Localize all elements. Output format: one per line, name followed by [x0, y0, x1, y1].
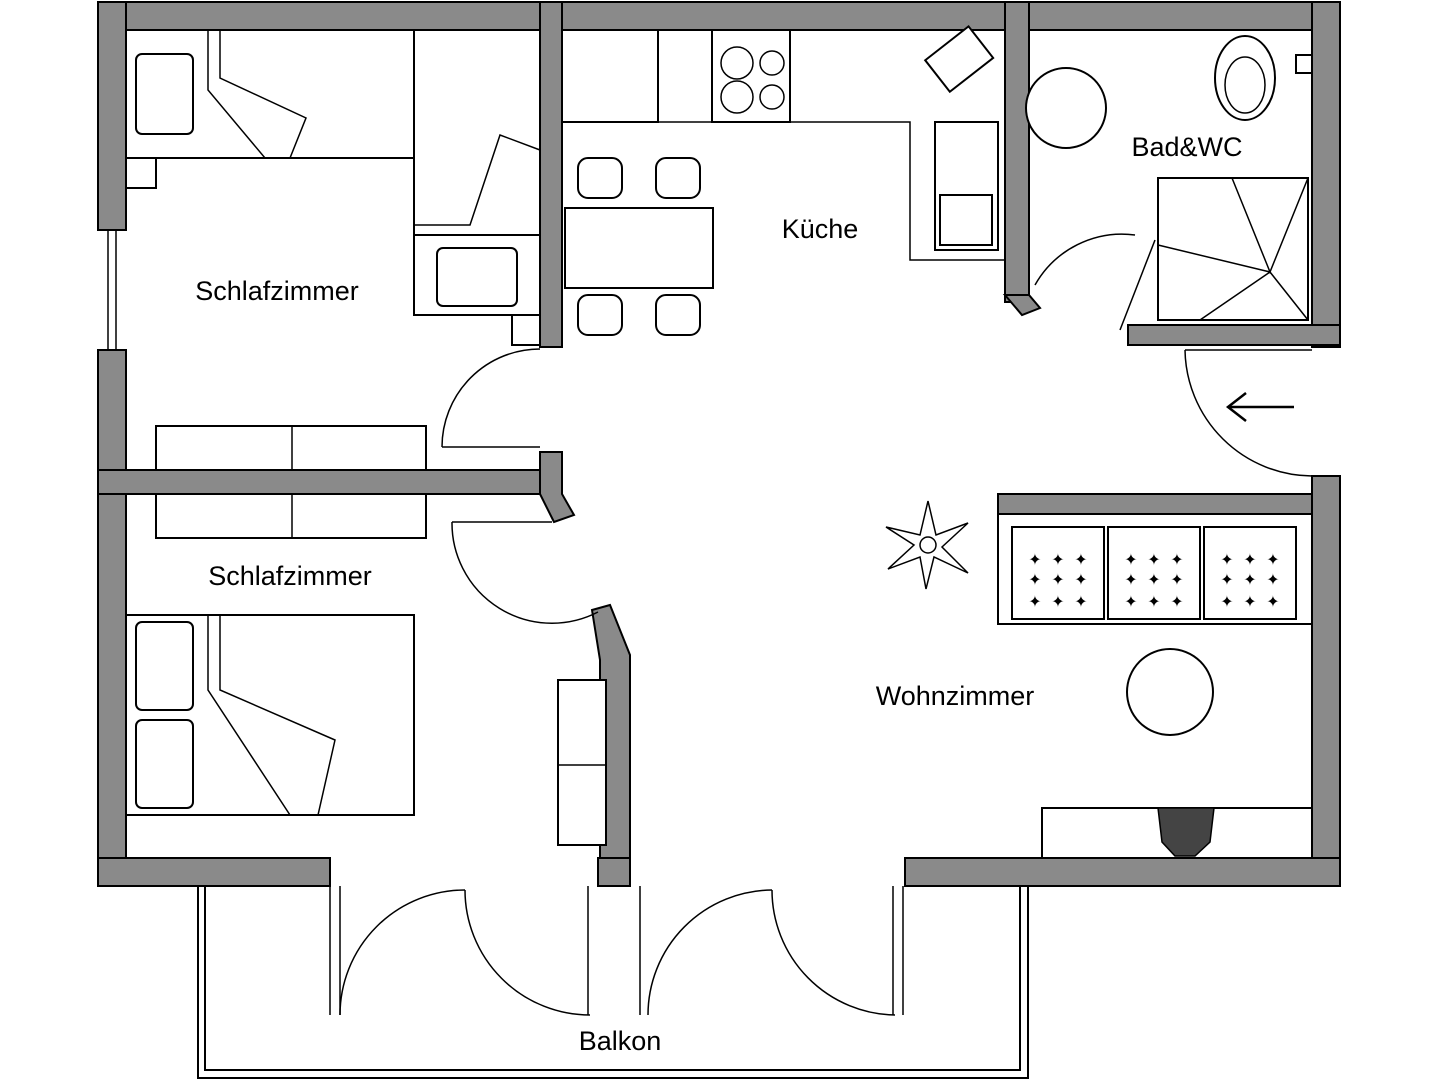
wardrobe: [413, 29, 541, 236]
coffee-table: [1126, 648, 1214, 736]
svg-text:✦: ✦: [1147, 592, 1160, 611]
svg-text:✦: ✦: [1028, 570, 1041, 589]
svg-text:✦: ✦: [1051, 570, 1064, 589]
wall-bedroom-divider: [97, 469, 563, 495]
wall-right-upper: [1311, 1, 1341, 348]
wall-bottom-left: [97, 857, 331, 887]
fridge: [561, 29, 659, 123]
wall-kitchen-bath-end: [1002, 294, 1042, 317]
wall-bottom-right: [904, 857, 1341, 887]
chair: [577, 294, 623, 336]
sofa-buttons: ✦✦✦ ✦✦✦ ✦✦✦ ✦✦✦ ✦✦✦ ✦✦✦ ✦✦✦ ✦✦✦ ✦✦✦: [1028, 550, 1279, 611]
wall-bedroom-divider-end: [539, 451, 576, 524]
room-label-kitchen: Küche: [782, 214, 859, 244]
svg-text:✦: ✦: [1051, 592, 1064, 611]
wall-left-lower: [97, 349, 127, 887]
living-room-furniture: [885, 500, 1313, 859]
dining-table: [564, 207, 714, 289]
sofa-cushion: [1011, 526, 1105, 620]
kitchen-furniture: [561, 24, 1005, 336]
kettle: [923, 24, 995, 94]
wall-bath-bottom: [1127, 324, 1341, 346]
svg-text:✦: ✦: [1266, 570, 1279, 589]
svg-text:✦: ✦: [1074, 550, 1087, 569]
room-label-bedroom-bottom: Schlafzimmer: [208, 561, 372, 591]
entrance-door: [1184, 349, 1313, 477]
plant-icon: [885, 500, 969, 590]
svg-text:✦: ✦: [1028, 550, 1041, 569]
chair: [655, 294, 701, 336]
washbasin: [1025, 67, 1107, 149]
pillow-left: [135, 621, 194, 711]
svg-text:✦: ✦: [1220, 550, 1233, 569]
pillow: [135, 53, 194, 135]
svg-text:✦: ✦: [1124, 570, 1137, 589]
shelf-top: [155, 425, 427, 471]
svg-text:✦: ✦: [1074, 592, 1087, 611]
wall-living-top: [997, 493, 1313, 515]
bedroom-top-furniture: [125, 29, 541, 346]
svg-text:✦: ✦: [1243, 550, 1256, 569]
wall-bedroom-kitchen: [539, 1, 563, 348]
room-label-living-room: Wohnzimmer: [876, 681, 1035, 711]
chair: [577, 157, 623, 199]
svg-text:✦: ✦: [1051, 550, 1064, 569]
chair: [655, 157, 701, 199]
wall-bottom-pillar: [597, 857, 631, 887]
small-cabinet: [511, 314, 541, 346]
room-label-bedroom-top: Schlafzimmer: [195, 276, 359, 306]
balcony: [197, 886, 1029, 1079]
tv-icon: [1157, 807, 1215, 857]
svg-text:✦: ✦: [1147, 550, 1160, 569]
room-label-bathroom: Bad&WC: [1131, 132, 1242, 162]
svg-text:✦: ✦: [1220, 592, 1233, 611]
shower-lines: [1157, 177, 1309, 321]
sofa-cushion: [1203, 526, 1297, 620]
door-bedroom-bottom: [451, 521, 599, 624]
door-bathroom: [1034, 233, 1156, 331]
nightstand: [125, 157, 157, 189]
sofa-cushion: [1107, 526, 1201, 620]
wall-left-upper: [97, 1, 127, 231]
wall-kitchen-bath: [1004, 1, 1030, 303]
svg-text:✦: ✦: [1124, 592, 1137, 611]
blanket-double: [207, 615, 336, 816]
svg-text:✦: ✦: [1243, 570, 1256, 589]
stove: [711, 29, 791, 123]
window-left: [107, 230, 117, 350]
pillow-right: [135, 719, 194, 809]
shower: [1157, 177, 1309, 321]
bedroom-bottom-furniture: [125, 614, 607, 846]
chair-back: [414, 134, 541, 226]
entrance-arrow-icon: [1225, 392, 1294, 422]
svg-text:✦: ✦: [1170, 592, 1183, 611]
wall-right-lower: [1311, 475, 1341, 887]
svg-text:✦: ✦: [1243, 592, 1256, 611]
svg-text:✦: ✦: [1147, 570, 1160, 589]
wardrobe-bottom: [557, 679, 607, 846]
svg-text:✦: ✦: [1170, 570, 1183, 589]
toilet: [1214, 35, 1276, 121]
svg-text:✦: ✦: [1220, 570, 1233, 589]
svg-text:✦: ✦: [1124, 550, 1137, 569]
svg-text:✦: ✦: [1266, 550, 1279, 569]
svg-text:✦: ✦: [1028, 592, 1041, 611]
bathroom-furniture: [1025, 35, 1313, 321]
shelf-bottom: [155, 493, 427, 539]
walls: [97, 1, 1341, 887]
blanket: [207, 30, 307, 159]
wall-top: [97, 1, 1341, 31]
cushion: [436, 247, 518, 307]
svg-text:✦: ✦: [1170, 550, 1183, 569]
toilet-paper-holder: [1295, 54, 1313, 74]
room-label-balcony: Balkon: [579, 1026, 662, 1056]
bedroom-divider-shelves: [155, 425, 427, 539]
svg-text:✦: ✦: [1266, 592, 1279, 611]
door-bedroom-top: [441, 348, 541, 448]
svg-text:✦: ✦: [1074, 570, 1087, 589]
